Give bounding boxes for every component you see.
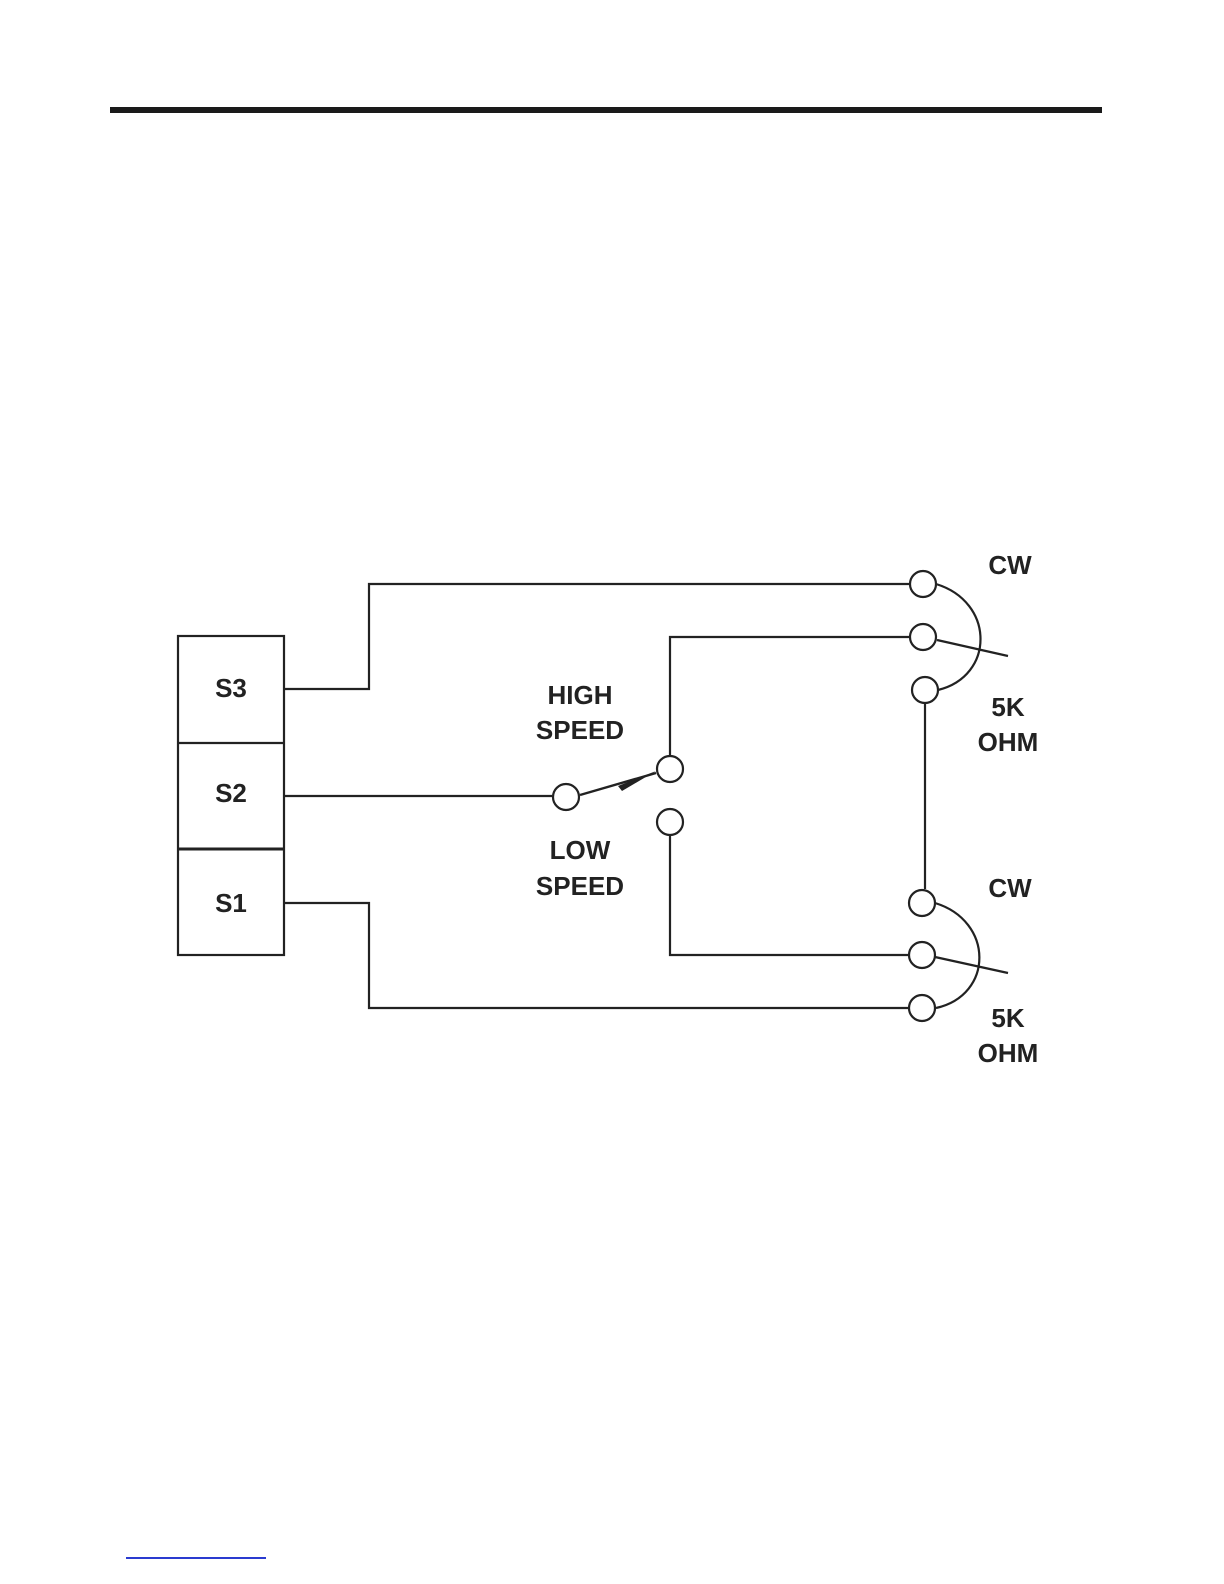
wire-high-to-top-pot-wiper <box>670 637 910 756</box>
top-pot-ccw-terminal <box>912 677 938 703</box>
switch-blade-tip <box>618 771 656 791</box>
bottom-pot-wiper-arrow <box>935 957 1008 973</box>
terminal-label-s3: S3 <box>215 673 247 703</box>
top-pot-cw-label: CW <box>988 550 1032 580</box>
low-speed-label-line1: LOW <box>550 835 611 865</box>
switch-low-contact <box>657 809 683 835</box>
high-speed-label-line2: SPEED <box>536 715 624 745</box>
bottom-pot-arc <box>935 903 979 1008</box>
terminal-label-s1: S1 <box>215 888 247 918</box>
bottom-pot-value-line2: OHM <box>978 1038 1039 1068</box>
bottom-pot-cw-terminal <box>909 890 935 916</box>
low-speed-label-line2: SPEED <box>536 871 624 901</box>
top-pot-wiper-arrow <box>937 640 1008 656</box>
bottom-pot-ccw-terminal <box>909 995 935 1021</box>
terminal-label-s2: S2 <box>215 778 247 808</box>
top-pot-cw-terminal <box>910 571 936 597</box>
high-speed-label-line1: HIGH <box>548 680 613 710</box>
bottom-pot-wiper-terminal <box>909 942 935 968</box>
top-pot-value-line1: 5K <box>991 692 1024 722</box>
footer-link-rule <box>126 1557 266 1559</box>
switch-high-contact <box>657 756 683 782</box>
top-pot-wiper-terminal <box>910 624 936 650</box>
top-pot-arc <box>936 584 981 690</box>
bottom-pot-cw-label: CW <box>988 873 1032 903</box>
wire-low-to-bottom-pot-wiper <box>670 835 908 955</box>
top-pot-value-line2: OHM <box>978 727 1039 757</box>
bottom-pot-value-line1: 5K <box>991 1003 1024 1033</box>
switch-common-contact <box>553 784 579 810</box>
